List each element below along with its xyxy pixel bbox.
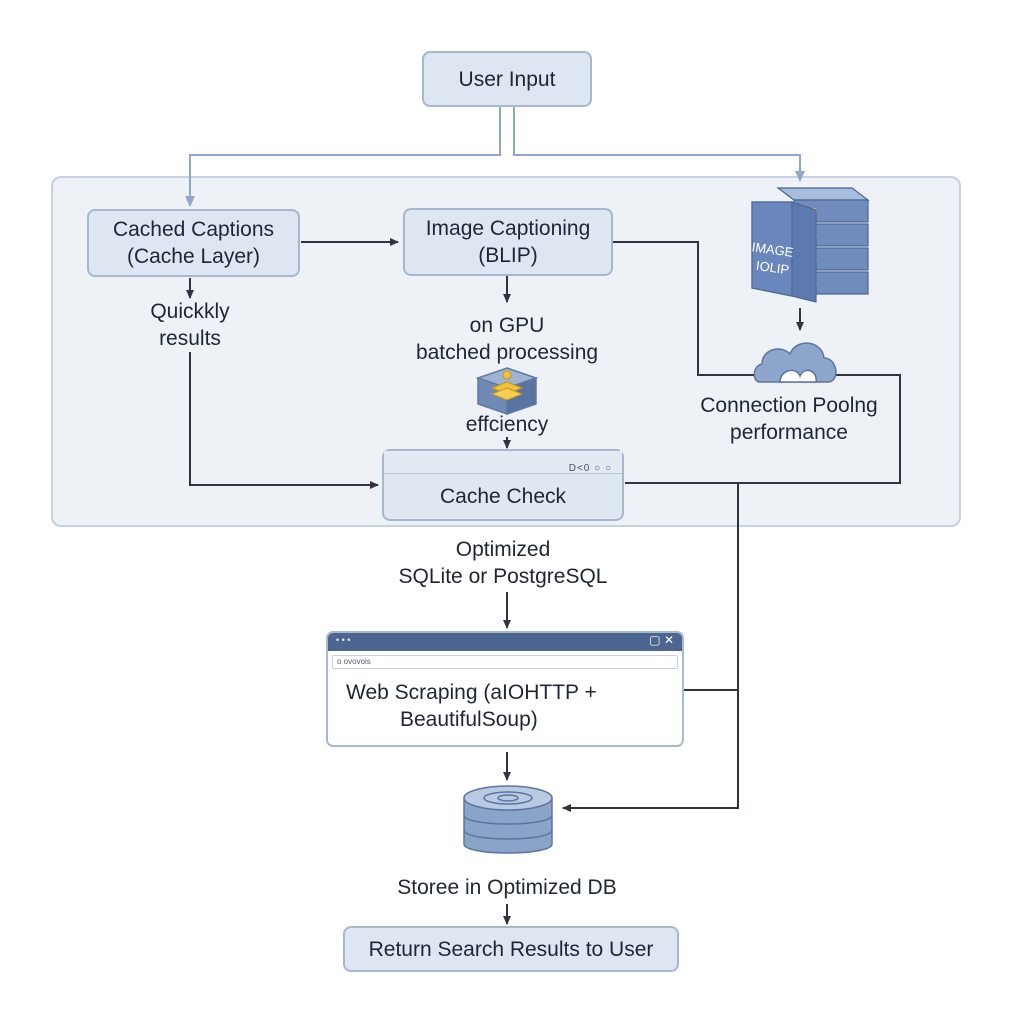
cached-captions-node: Cached Captions (Cache Layer) — [87, 209, 300, 277]
web-scraping-text: Web Scraping (aIOHTTP + BeautifulSoup) — [346, 679, 597, 733]
server-icon-text-2: IOLIP — [755, 258, 790, 277]
connection-pooling-line2: performance — [730, 421, 848, 444]
connection-pooling-label: Connection Poolng performance — [680, 392, 898, 446]
image-captioning-node: Image Captioning (BLIP) — [403, 208, 613, 276]
cached-captions-line2: (Cache Layer) — [126, 245, 261, 268]
return-results-node: Return Search Results to User — [343, 926, 679, 972]
gpu-processing-line1: on GPU — [469, 314, 545, 337]
quickly-results-label: Quickkly results — [120, 298, 260, 352]
optimized-db-choice-line2: SQLite or PostgreSQL — [398, 565, 608, 588]
web-scraping-urlbar: o ovovois — [332, 655, 678, 669]
arrow-quickly-to-cachecheck — [189, 352, 379, 489]
cache-check-titlebar: D<0 ○ ○ — [384, 451, 622, 474]
window-controls: ▢ ✕ — [649, 633, 674, 647]
cache-check-node: D<0 ○ ○ Cache Check — [382, 449, 624, 521]
cache-check-controls: D<0 ○ ○ — [569, 455, 612, 482]
user-input-label: User Input — [458, 67, 556, 91]
window-dots: • • • — [336, 635, 351, 645]
connection-pooling-line1: Connection Poolng — [700, 394, 878, 417]
return-results-label: Return Search Results to User — [368, 937, 654, 961]
image-captioning-line1: Image Captioning — [425, 217, 591, 240]
store-db-label: Storee in Optimized DB — [397, 876, 617, 899]
cache-check-label: Cache Check — [439, 484, 567, 508]
arrow-user-to-cached — [185, 107, 501, 207]
optimized-db-choice-line1: Optimized — [455, 538, 551, 561]
arrow-user-to-server — [513, 107, 805, 182]
cache-check-circles: ○ ○ — [594, 463, 612, 474]
quickly-results-line2: results — [159, 327, 221, 350]
web-scraping-window: • • • ▢ ✕ o ovovois Web Scraping (aIOHTT… — [326, 631, 684, 747]
web-scraping-line2: BeautifulSoup) — [400, 708, 538, 731]
cloud-pooling-icon — [753, 342, 837, 383]
line-right-to-db — [562, 483, 739, 812]
web-scraping-line1: Web Scraping (aIOHTTP + — [346, 681, 597, 704]
quickly-results-line1: Quickkly — [150, 300, 230, 323]
gpu-cube-icon — [475, 367, 539, 416]
gpu-processing-label: on GPU batched processing — [392, 312, 622, 366]
web-scraping-titlebar: • • • ▢ ✕ — [328, 633, 682, 651]
efficiency-label: effciency — [465, 413, 549, 436]
optimized-db-choice-label: Optimized SQLite or PostgreSQL — [378, 536, 628, 590]
gpu-processing-line2: batched processing — [415, 341, 599, 364]
cached-captions-line1: Cached Captions — [112, 218, 275, 241]
image-captioning-line2: (BLIP) — [478, 244, 538, 267]
cache-check-tag: D<0 — [568, 463, 591, 474]
server-icon-text-1: IMAGE — [751, 239, 795, 260]
image-server-icon: IMAGE IOLIP — [751, 187, 870, 303]
user-input-node: User Input — [422, 51, 592, 107]
database-icon — [463, 785, 553, 854]
